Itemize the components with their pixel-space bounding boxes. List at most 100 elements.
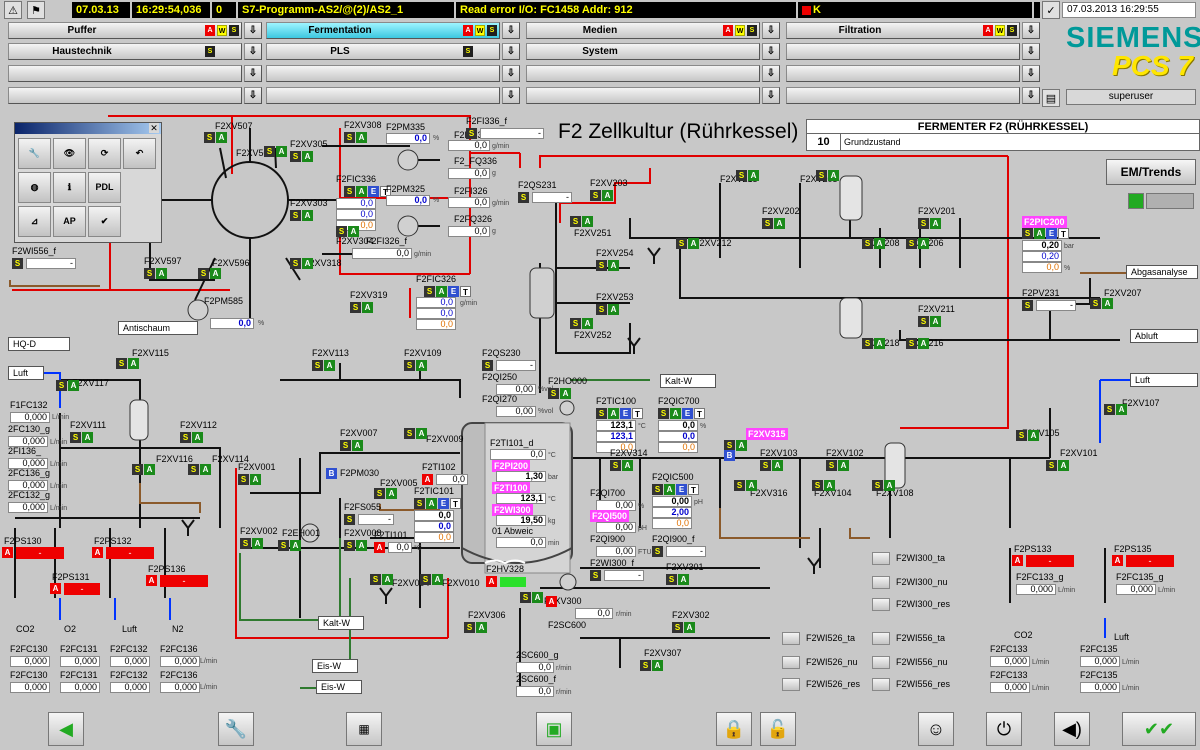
tag-f2xv318[interactable]: F2XV318 — [304, 258, 342, 268]
tag-f2pm030[interactable]: F2PM030 — [340, 468, 380, 478]
tag-f2fc135a[interactable]: F2FC135 — [1080, 644, 1118, 654]
palette-titlebar[interactable] — [15, 123, 161, 134]
tag-f2xv316[interactable]: F2XV316 — [750, 488, 788, 498]
unlock-icon[interactable]: 🔓 — [760, 712, 796, 746]
tag-f2xv506[interactable]: F2XV506 — [236, 148, 274, 158]
user-icon[interactable]: ☺ — [918, 712, 954, 746]
area-button-r2-c2[interactable] — [526, 65, 760, 82]
header-program[interactable]: S7-Programm-AS2/@(2)/AS2_1 — [238, 2, 454, 18]
fermenter-state-panel[interactable]: FERMENTER F2 (RÜHRKESSEL) 10 Grundzustan… — [806, 119, 1200, 151]
area-button-r1-c2[interactable]: System — [526, 43, 760, 60]
area-button-r3-c1[interactable] — [266, 87, 500, 104]
horn-icon[interactable]: ◀) — [1054, 712, 1090, 746]
tag-f2qi250[interactable]: F2QI250 — [482, 372, 518, 382]
tag-f2fi336_f[interactable]: F2FI336_f — [466, 116, 508, 126]
tag-f2fc133_g[interactable]: F2FC133_g — [1016, 572, 1064, 582]
tag-f2xv212[interactable]: F2XV212 — [694, 238, 732, 248]
tag-f2xv113[interactable]: F2XV113 — [312, 348, 349, 358]
tag-f2xv597[interactable]: F2XV597 — [144, 256, 182, 266]
wi-row-wi556_ta[interactable]: F2WI556_ta — [872, 632, 945, 645]
tag-f2fic336[interactable]: F2FIC336 — [336, 174, 377, 184]
area-arrow-button[interactable]: ⇩ — [1022, 43, 1040, 60]
area-arrow-button[interactable]: ⇩ — [762, 43, 780, 60]
tag-f2xv211[interactable]: F2XV211 — [918, 304, 955, 314]
logged-user[interactable]: superuser — [1066, 89, 1196, 105]
tag-f2fq336[interactable]: F2_FQ336 — [454, 156, 498, 166]
tag-f2fc130a[interactable]: F2FC130 — [10, 644, 48, 654]
tag-f2xv109[interactable]: F2XV109 — [404, 348, 442, 358]
globe-button[interactable]: ◍ — [18, 172, 51, 203]
kalt-w-label-1[interactable]: Kalt-W — [660, 374, 716, 388]
tag-f2ho000[interactable]: F2HO000 — [548, 376, 588, 386]
warning-icon[interactable]: ⚠ — [4, 1, 22, 19]
tag-f1fc132[interactable]: F1FC132 — [10, 400, 48, 410]
tag-f2xv112[interactable]: F2XV112 — [180, 420, 217, 430]
tag-abweic[interactable]: 01 Abweic — [492, 526, 534, 536]
horn-icon[interactable]: ⚑ — [27, 1, 45, 19]
tag-f2fq326[interactable]: F2FQ326 — [454, 214, 493, 224]
back-arrow-icon[interactable]: ◀ — [48, 712, 84, 746]
power-icon[interactable]: ⏻ — [986, 712, 1022, 746]
area-arrow-button[interactable]: ⇩ — [762, 65, 780, 82]
tag-f2pv231[interactable]: F2PV231 — [1022, 288, 1060, 298]
em-trends-button[interactable]: EM/Trends — [1106, 159, 1196, 185]
tag-f2xv302[interactable]: F2XV302 — [672, 610, 710, 620]
tag-f2xv116[interactable]: F2XV116 — [156, 454, 193, 464]
wi-wi556_nu-button[interactable] — [872, 656, 890, 669]
tag-f2qi700[interactable]: F2QI700 — [590, 488, 626, 498]
tag-f2qic500[interactable]: F2QIC500 — [652, 472, 694, 482]
tag-f2xv315[interactable]: F2XV315 — [746, 428, 788, 440]
tag-f2xv308[interactable]: F2XV308 — [344, 120, 382, 130]
tag-f2xv303[interactable]: F2XV303 — [290, 198, 328, 208]
wi-row-wi526_ta[interactable]: F2WI526_ta — [782, 632, 855, 645]
tag-f2fc130_g[interactable]: 2FC130_g — [8, 424, 51, 434]
area-button-r2-c0[interactable] — [8, 65, 242, 82]
tag-f2fi326[interactable]: F2FI326 — [454, 186, 488, 196]
wi-wi300_ta-button[interactable] — [872, 552, 890, 565]
tag-f2xv203[interactable]: F2XV203 — [590, 178, 628, 188]
close-icon[interactable]: ✕ — [149, 123, 159, 133]
tag-f2ti100[interactable]: F2TI100 — [492, 482, 530, 494]
tag-f2pi200[interactable]: F2PI200 — [492, 460, 531, 472]
antenna-icon[interactable] — [1128, 193, 1144, 209]
hq-d-label[interactable]: HQ-D — [8, 337, 70, 351]
wi-row-wi556_res[interactable]: F2WI556_res — [872, 678, 950, 691]
print-icon[interactable]: ▤ — [1042, 89, 1060, 107]
tag-f2xv108[interactable]: F2XV108 — [876, 488, 914, 498]
wi-row-wi526_res[interactable]: F2WI526_res — [782, 678, 860, 691]
area-arrow-button[interactable]: ⇩ — [762, 87, 780, 104]
luft-right-label[interactable]: Luft — [1130, 373, 1198, 387]
header-alarm-flag[interactable]: K — [798, 2, 1032, 18]
tag-f2xv107[interactable]: F2XV107 — [1122, 398, 1160, 408]
area-arrow-button[interactable]: ⇩ — [1022, 65, 1040, 82]
binoculars-button[interactable]: 👁 — [53, 138, 86, 169]
eis-w-label-2[interactable]: Eis-W — [316, 680, 362, 694]
abluft-label[interactable]: Abluft — [1130, 329, 1198, 343]
wi-wi556_res-button[interactable] — [872, 678, 890, 691]
tag-f2fc136_g[interactable]: 2FC136_g — [8, 468, 51, 478]
tag-f2fc135b[interactable]: F2FC135 — [1080, 670, 1118, 680]
tag-f2xv010[interactable]: F2XV010 — [442, 578, 480, 588]
area-arrow-button[interactable]: ⇩ — [1022, 22, 1040, 39]
acknowledge-icon[interactable]: ✔✔ — [1122, 712, 1196, 746]
tag-f2xv300[interactable]: F2XV300 — [544, 596, 582, 606]
tag-f2wi300_f[interactable]: F2WI300_f — [590, 558, 635, 568]
area-arrow-button[interactable]: ⇩ — [244, 87, 262, 104]
tag-f2qic700[interactable]: F2QIC700 — [658, 396, 700, 406]
tag-f2sc600_f[interactable]: 2SC600_f — [516, 674, 557, 684]
area-button-r3-c2[interactable] — [526, 87, 760, 104]
tag-f2fc131b[interactable]: F2FC131 — [60, 670, 98, 680]
tag-f2fc132a[interactable]: F2FC132 — [110, 644, 148, 654]
wi-wi300_nu-button[interactable] — [872, 576, 890, 589]
area-arrow-button[interactable]: ⇩ — [762, 22, 780, 39]
tag-f2xv314[interactable]: F2XV314 — [610, 448, 648, 458]
tag-f2fc135_g[interactable]: F2FC135_g — [1116, 572, 1164, 582]
tag-f2xv005[interactable]: F2XV005 — [380, 478, 418, 488]
antischaum-label[interactable]: Antischaum — [118, 321, 198, 335]
area-arrow-button[interactable]: ⇩ — [244, 43, 262, 60]
abgas-label[interactable]: Abgasanalyse — [1126, 265, 1198, 279]
